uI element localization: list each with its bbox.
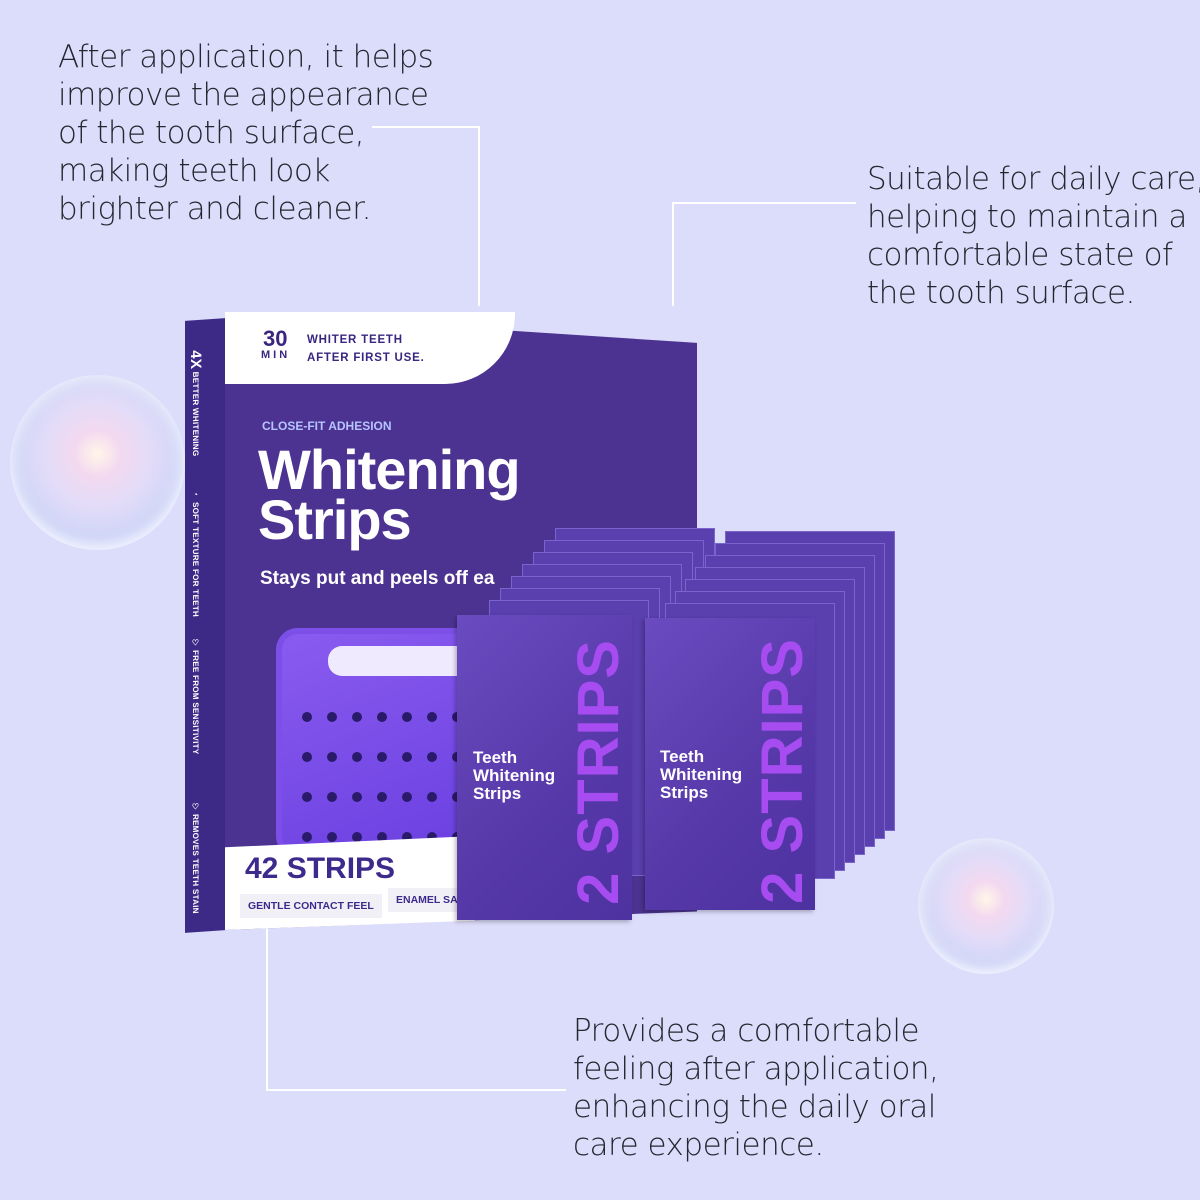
callout-line: the tooth surface. — [867, 275, 1135, 311]
callout-line: care experience. — [573, 1127, 824, 1163]
pouch: Teeth Whitening Strips 2 STRIPS — [457, 615, 632, 920]
minutes: 30 — [263, 326, 288, 351]
callout-line: of the tooth surface, — [58, 115, 365, 151]
tray-hole — [302, 792, 312, 802]
side-label: FREE FROM SENSITIVITY — [191, 649, 200, 755]
tray-hole — [327, 712, 337, 722]
connector-line — [266, 905, 268, 1091]
pouch-label: Teeth Whitening Strips — [473, 748, 556, 803]
tray-hole — [402, 832, 412, 842]
tray-hole — [377, 792, 387, 802]
tray-hole — [302, 752, 312, 762]
pouch-label: Teeth Whitening Strips — [660, 747, 743, 802]
pouch: Teeth Whitening Strips 2 STRIPS — [645, 618, 815, 910]
callout-line: making teeth look — [58, 153, 330, 189]
tray-hole — [402, 792, 412, 802]
callout-line: brighter and cleaner. — [58, 191, 372, 227]
tooth-shield-icon: ◔ SOFT TEXTURE FOR TEETH — [191, 489, 200, 618]
callout-right: Suitable for daily care, helping to main… — [867, 160, 1200, 312]
connector-line — [372, 126, 480, 128]
tray-hole — [352, 752, 362, 762]
callout-line: improve the appearance — [58, 77, 429, 113]
callout-line: Provides a comfortable — [573, 1013, 920, 1049]
tray-hole — [402, 712, 412, 722]
tooth-icon: ♡ FREE FROM SENSITIVITY — [191, 637, 200, 755]
title-line: Whitening — [258, 438, 521, 501]
strip-tray-image — [276, 628, 476, 858]
min-label: MIN — [261, 349, 291, 361]
callout-top-left: After application, it helps improve the … — [58, 38, 478, 228]
callout-line: After application, it helps — [58, 39, 434, 75]
tray-hole — [402, 752, 412, 762]
side-label: SOFT TEXTURE FOR TEETH — [191, 501, 200, 618]
tray-hole — [352, 712, 362, 722]
tray-hole — [302, 832, 312, 842]
4x-icon: 4X — [187, 349, 204, 370]
side-label: REMOVES TEETH STAIN — [191, 813, 200, 915]
tray-hole — [302, 712, 312, 722]
box-subtitle: Stays put and peels off ea — [260, 568, 495, 589]
connector-line — [672, 202, 674, 306]
tray-hole — [352, 792, 362, 802]
badge: ENAMEL SAF — [388, 888, 458, 912]
tray-hole — [427, 712, 437, 722]
banner-line: WHITER TEETH — [307, 334, 403, 346]
title-line: Strips — [258, 488, 412, 551]
tray-hole — [427, 752, 437, 762]
pouch-count: 2 STRIPS — [566, 639, 631, 905]
box-banner: 30 MIN WHITER TEETH AFTER FIRST USE. — [225, 312, 515, 384]
tray-hole — [327, 752, 337, 762]
bubble-decoration — [918, 838, 1054, 974]
callout-line: feeling after application, — [573, 1051, 939, 1087]
badge: GENTLE CONTACT FEEL — [240, 894, 382, 918]
connector-line — [672, 202, 856, 204]
side-label: BETTER WHITENING — [191, 371, 200, 457]
box-tagline: CLOSE-FIT ADHESION — [262, 419, 392, 433]
callout-line: comfortable state of — [867, 237, 1173, 273]
bubble-decoration — [10, 375, 185, 550]
tray-hole — [377, 752, 387, 762]
tray-hole — [327, 792, 337, 802]
callout-line: enhancing the daily oral — [573, 1089, 936, 1125]
pouch-count: 2 STRIPS — [750, 638, 815, 904]
box-title: Whitening Strips — [258, 438, 521, 551]
strip-count: 42 STRIPS — [245, 852, 396, 885]
tray-hole — [427, 832, 437, 842]
tooth-sparkle-icon: ♡ REMOVES TEETH STAIN — [191, 801, 200, 915]
tray-hole — [377, 712, 387, 722]
tray-hole — [327, 832, 337, 842]
callout-line: Suitable for daily care, — [867, 161, 1200, 197]
box-spine: 4X BETTER WHITENING ◔ SOFT TEXTURE FOR T… — [185, 318, 227, 933]
tray-hole — [427, 792, 437, 802]
tray-hole — [352, 832, 362, 842]
banner-line: AFTER FIRST USE. — [307, 352, 425, 364]
tray-hole — [377, 832, 387, 842]
connector-line — [266, 1089, 566, 1091]
connector-line — [478, 126, 480, 306]
callout-line: helping to maintain a — [867, 199, 1187, 235]
callout-bottom: Provides a comfortable feeling after app… — [573, 1012, 973, 1164]
